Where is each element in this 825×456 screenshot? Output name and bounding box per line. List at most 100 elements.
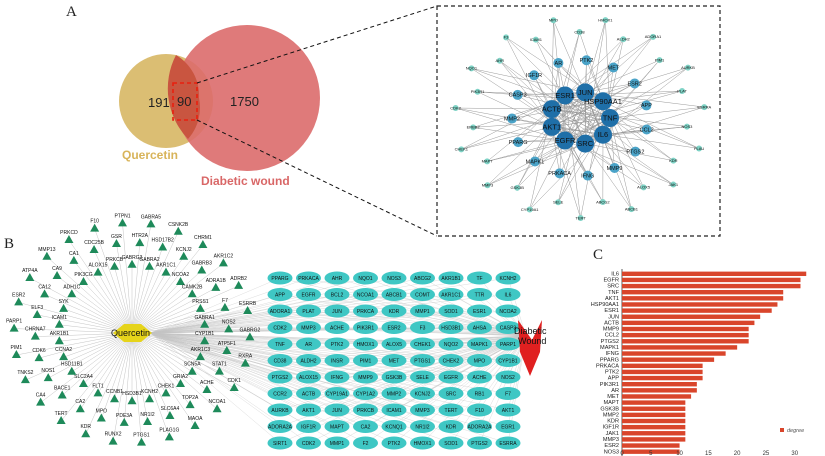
ppi-node-ifng bbox=[582, 170, 593, 181]
herb-edge bbox=[14, 328, 133, 334]
ppi-node-label-alox5: ALOX5 bbox=[637, 185, 651, 190]
target-node-label: PIM1 bbox=[360, 358, 372, 364]
compound-node-label: RUNX2 bbox=[105, 432, 122, 438]
ppi-edge bbox=[564, 140, 604, 203]
bar-label-gsk3b: GSK3B bbox=[600, 406, 619, 412]
target-node-label: BCL2 bbox=[331, 292, 344, 298]
compound-node-label: ADRB2 bbox=[230, 276, 247, 282]
compound-node-label: ESR2 bbox=[12, 292, 25, 298]
ppi-node-label-casp3: CASP3 bbox=[509, 93, 527, 99]
target-node bbox=[381, 436, 407, 450]
venn-overlap-count: 90 bbox=[177, 94, 191, 109]
bar-label-ptk2: PTK2 bbox=[605, 370, 619, 376]
ppi-edge bbox=[602, 90, 683, 102]
target-node bbox=[381, 354, 407, 367]
compound-node-label: ATP5F1 bbox=[218, 341, 236, 347]
x-tick-label: 25 bbox=[763, 451, 770, 456]
target-node-label: NQO2 bbox=[444, 342, 458, 348]
target-node-label: PLAT bbox=[302, 309, 314, 315]
ppi-node-cdk2 bbox=[452, 105, 459, 112]
x-tick-label: 5 bbox=[649, 451, 653, 456]
target-node-label: IGF1R bbox=[301, 424, 316, 430]
ppi-node-mmp2 bbox=[507, 113, 518, 124]
herb-edge bbox=[149, 277, 509, 334]
compound-node-triangle bbox=[145, 394, 155, 403]
x-tick-label: 30 bbox=[791, 451, 798, 456]
ppi-node-abcg2 bbox=[599, 199, 606, 206]
bar-pparg bbox=[622, 357, 715, 362]
target-node bbox=[324, 288, 350, 301]
compound-node-label: HSD3B1 bbox=[122, 391, 142, 397]
herb-edge bbox=[131, 332, 218, 410]
ppi-edge bbox=[551, 36, 654, 128]
target-node bbox=[438, 403, 464, 417]
compound-node-label: MPO bbox=[96, 409, 108, 415]
target-node bbox=[296, 337, 321, 351]
ppi-node-label-f3: F3 bbox=[504, 35, 509, 40]
ppi-node-label-cyp19a1: CYP19A1 bbox=[521, 207, 539, 212]
compound-node-label: GSR bbox=[111, 234, 122, 240]
ppi-node-casp3 bbox=[512, 89, 523, 100]
herb-edge bbox=[122, 223, 133, 334]
compound-node-triangle bbox=[245, 332, 255, 341]
x-tick-label: 20 bbox=[734, 451, 741, 456]
target-node-label: CHEK2 bbox=[443, 358, 460, 364]
ppi-network-frame bbox=[436, 5, 721, 237]
ppi-edge bbox=[557, 92, 586, 203]
ppi-node-icam1 bbox=[532, 36, 539, 43]
target-node-label: PTGS2 bbox=[471, 441, 488, 447]
ppi-node-cyp19a1 bbox=[526, 206, 533, 213]
bar-label-kdr: KDR bbox=[607, 419, 619, 425]
target-node bbox=[410, 403, 435, 417]
ppi-node-met bbox=[608, 62, 619, 73]
ppi-edge bbox=[579, 31, 604, 102]
bar-label-esr1: ESR1 bbox=[604, 308, 619, 314]
compound-node-label: CSNK2B bbox=[168, 222, 189, 228]
compound-node-triangle bbox=[42, 251, 52, 260]
ppi-node-aurkb bbox=[684, 64, 691, 71]
target-node-label: ABCG2 bbox=[414, 276, 431, 282]
compound-node-label: ESRRB bbox=[239, 301, 257, 307]
compound-node-triangle bbox=[179, 251, 189, 260]
ppi-edge bbox=[609, 106, 705, 119]
target-node-label: NCOA1 bbox=[357, 292, 374, 298]
compound-node-label: SLC6A4 bbox=[161, 406, 180, 412]
herb-edge bbox=[131, 332, 208, 391]
compound-node-triangle bbox=[64, 235, 74, 244]
target-node bbox=[267, 271, 293, 285]
target-node bbox=[438, 387, 464, 400]
target-node-label: ALOX5 bbox=[386, 342, 402, 348]
compound-node-label: CA2 bbox=[75, 399, 85, 405]
herb-edge bbox=[62, 332, 133, 396]
herb-edge bbox=[40, 332, 133, 403]
compound-node-label: HSD11B1 bbox=[61, 362, 83, 368]
ppi-node-prkaca bbox=[554, 168, 565, 179]
compound-node-label: CA1 bbox=[69, 251, 79, 257]
target-node-label: ACTB bbox=[302, 391, 316, 397]
compound-node-label: ATP4A bbox=[22, 268, 38, 274]
target-node bbox=[324, 337, 350, 351]
compound-node-triangle bbox=[161, 388, 171, 397]
ppi-edge bbox=[455, 107, 566, 141]
ppi-node-esr1 bbox=[556, 86, 574, 105]
target-node bbox=[467, 370, 492, 384]
ppi-node-label-ifng: IFNG bbox=[581, 173, 594, 179]
compound-node-triangle bbox=[143, 417, 153, 426]
herb-edge bbox=[94, 228, 133, 334]
target-node-label: MMP3 bbox=[415, 408, 430, 414]
compound-node-label: KCNH2 bbox=[141, 389, 158, 395]
target-node bbox=[467, 304, 492, 318]
ppi-edge bbox=[505, 37, 566, 96]
compound-node-label: AKR1C3 bbox=[191, 347, 211, 353]
target-node-label: TERT bbox=[445, 408, 458, 414]
bar-label-nos3: NOS3 bbox=[604, 449, 619, 455]
ppi-node-src bbox=[576, 134, 595, 153]
bar-tnf bbox=[622, 290, 784, 295]
target-node-label: TNF bbox=[275, 342, 285, 348]
target-node bbox=[296, 304, 321, 318]
target-node-label: ICAM1 bbox=[386, 408, 402, 414]
bar-label-tnf: TNF bbox=[608, 290, 619, 296]
herb-edge bbox=[149, 332, 395, 444]
target-node-label: AKT1 bbox=[502, 408, 515, 414]
